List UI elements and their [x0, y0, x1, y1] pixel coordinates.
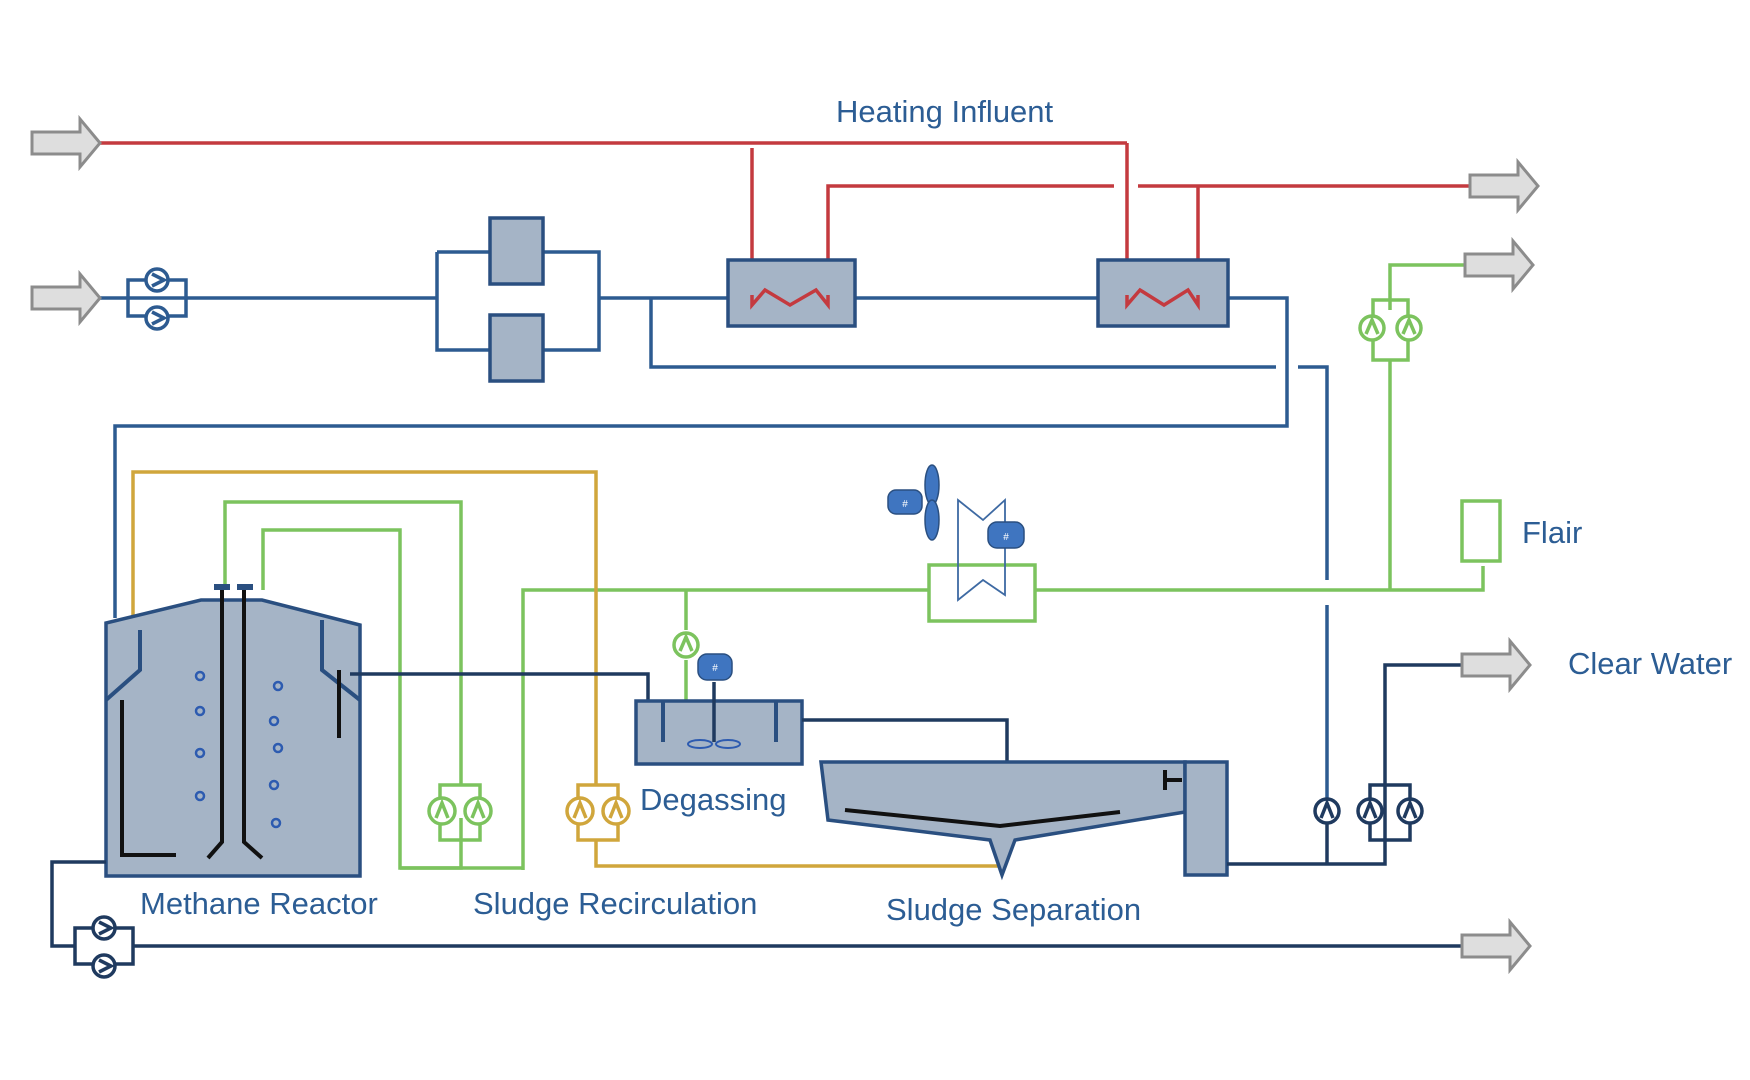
sludge-separation-clarifier — [819, 760, 1229, 881]
clear-water-label: Clear Water — [1568, 646, 1733, 681]
influent-line — [100, 250, 1329, 810]
gas-recirculation-pump-icon — [427, 783, 493, 842]
methane-reactor-vessel — [104, 584, 362, 878]
feed-pump-icon — [126, 267, 188, 331]
flair-label: Flair — [1522, 515, 1583, 550]
flow-arrow-icon — [30, 114, 102, 172]
clear-water-line — [1227, 663, 1462, 866]
motor-mark: # — [1003, 532, 1009, 543]
heating-influent-label: Heating Influent — [836, 94, 1054, 129]
motor-icon: # — [987, 521, 1025, 549]
heat-exchanger-1 — [726, 258, 857, 328]
methane-reactor-label: Methane Reactor — [140, 886, 378, 921]
filter-unit-upper — [488, 216, 545, 286]
fan-icon: # — [887, 464, 940, 541]
flow-arrow-icon — [1460, 636, 1532, 694]
gas-valve-icon — [672, 631, 700, 659]
sludge-recirculation-label: Sludge Recirculation — [473, 886, 758, 921]
clear-water-pump-icon — [1356, 783, 1424, 842]
mixer-motor-icon: # — [697, 653, 733, 681]
reactor-outlet-line — [350, 672, 650, 705]
biogas-line — [223, 263, 1485, 870]
motor-mark: # — [712, 663, 718, 674]
flare-unit — [1460, 499, 1502, 563]
flow-arrow-icon — [1463, 236, 1535, 294]
flow-arrow-icon — [1460, 917, 1532, 975]
degassing-label: Degassing — [640, 782, 787, 817]
heat-exchanger-2 — [1096, 258, 1230, 328]
flow-arrow-icon — [1468, 157, 1540, 215]
degassing-tank — [634, 682, 804, 766]
filter-unit-lower — [488, 313, 545, 383]
excess-sludge-pump-icon — [73, 915, 135, 979]
gas-pump-icon — [1358, 298, 1423, 362]
motor-mark: # — [902, 499, 908, 510]
sludge-pump-icon — [565, 783, 631, 842]
gas-cooler-unit — [927, 497, 1037, 623]
flow-arrow-icon — [30, 269, 102, 327]
excess-sludge-line — [50, 860, 1462, 948]
sludge-separation-label: Sludge Separation — [886, 892, 1142, 927]
sample-valve-icon — [1313, 797, 1341, 825]
